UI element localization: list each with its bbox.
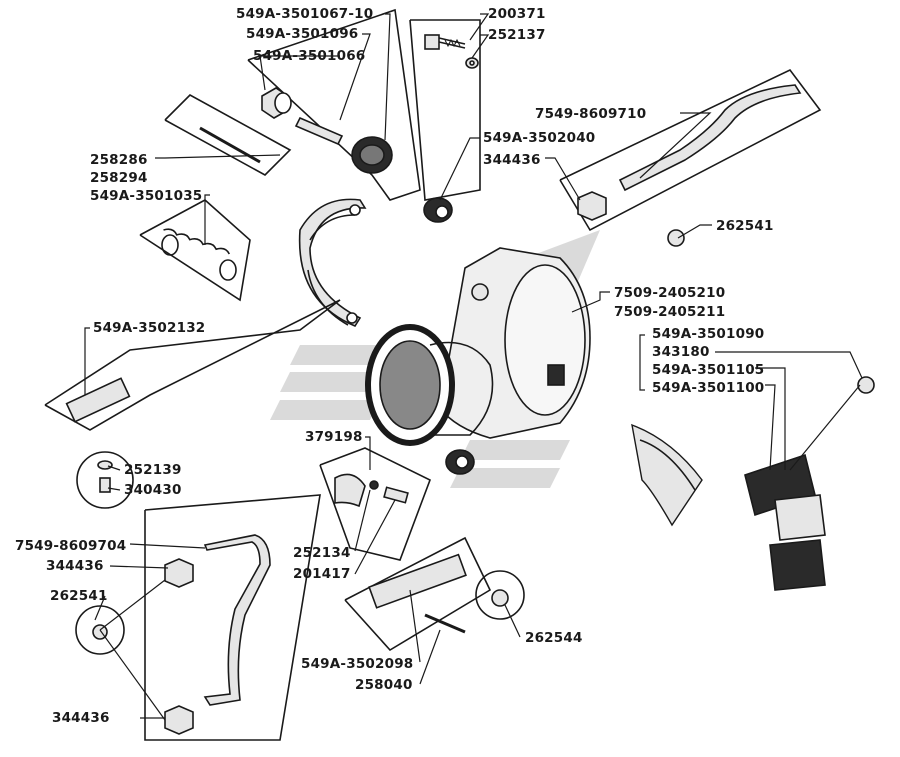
- part-label-340430: 340430: [124, 482, 182, 498]
- part-label-549A-3502040: 549A-3502040: [483, 130, 596, 146]
- nut-262544: [475, 570, 525, 620]
- bolt-washer-group-frame: [409, 19, 481, 201]
- rivet-549A-3501090: [857, 376, 875, 394]
- lining-549A-3501100: [631, 423, 703, 527]
- part-label-344436-mid: 344436: [46, 558, 104, 574]
- part-label-258294: 258294: [90, 170, 148, 186]
- pin-549A-3501096: [294, 116, 344, 146]
- shoe-segments-549A-3501105: [744, 453, 826, 591]
- nut-549A-3501066: [261, 87, 292, 119]
- part-label-549A-3501066: 549A-3501066: [253, 48, 366, 64]
- part-label-258286: 258286: [90, 152, 148, 168]
- part-label-549A-3502132: 549A-3502132: [93, 320, 206, 336]
- part-label-549A-3501035: 549A-3501035: [90, 188, 203, 204]
- sleeve-549A-3502040: [423, 197, 453, 223]
- part-label-200371: 200371: [488, 6, 546, 22]
- part-label-549A-3501090: 549A-3501090: [652, 326, 765, 342]
- part-label-252139: 252139: [124, 462, 182, 478]
- tee-fitting-344436-mid: [164, 558, 194, 588]
- part-label-343180: 343180: [652, 344, 710, 360]
- cap-549A-3501067-10: [351, 136, 393, 174]
- leader-lines: [84, 13, 863, 721]
- eccentric-frame: [44, 299, 341, 431]
- part-label-344436-bottom: 344436: [52, 710, 110, 726]
- part-label-7509-2405210: 7509-2405210: [614, 285, 726, 301]
- part-label-549A-3502098: 549A-3502098: [301, 656, 414, 672]
- part-label-262541-bottom: 262541: [50, 588, 108, 604]
- part-label-252137: 252137: [488, 27, 546, 43]
- part-label-7549-8609704: 7549-8609704: [15, 538, 127, 554]
- part-label-7549-8609710: 7549-8609710: [535, 106, 647, 122]
- part-label-7509-2405211: 7509-2405211: [614, 304, 726, 320]
- part-label-379198: 379198: [305, 429, 363, 445]
- part-label-549A-3501105: 549A-3501105: [652, 362, 765, 378]
- gear-bushing: [445, 449, 475, 475]
- part-label-344436-top: 344436: [483, 152, 541, 168]
- part-label-549A-3501100: 549A-3501100: [652, 380, 765, 396]
- expander-frame: [344, 536, 492, 652]
- clamp-frame: [319, 447, 432, 561]
- part-label-252134: 252134: [293, 545, 351, 561]
- spring-frame: [139, 199, 251, 302]
- brake-shoe-left: [298, 198, 367, 327]
- washer-252137: [465, 57, 479, 69]
- part-label-549A-3501096: 549A-3501096: [246, 26, 359, 42]
- pipe-frame-bottom: [144, 494, 321, 741]
- tee-fitting-344436-bot: [164, 705, 194, 735]
- part-label-262544: 262544: [525, 630, 583, 646]
- screw-washer-circle: [76, 451, 134, 509]
- part-label-549A-3501067-10: 549A-3501067-10: [236, 6, 374, 22]
- bolt-200371: [424, 34, 466, 50]
- part-label-262541-top: 262541: [716, 218, 774, 234]
- part-label-201417: 201417: [293, 566, 351, 582]
- part-label-258040: 258040: [355, 677, 413, 693]
- bleeder-262541-top: [667, 229, 685, 247]
- tee-fitting-344436-top: [577, 191, 607, 221]
- brake-drum-hub: [365, 247, 591, 446]
